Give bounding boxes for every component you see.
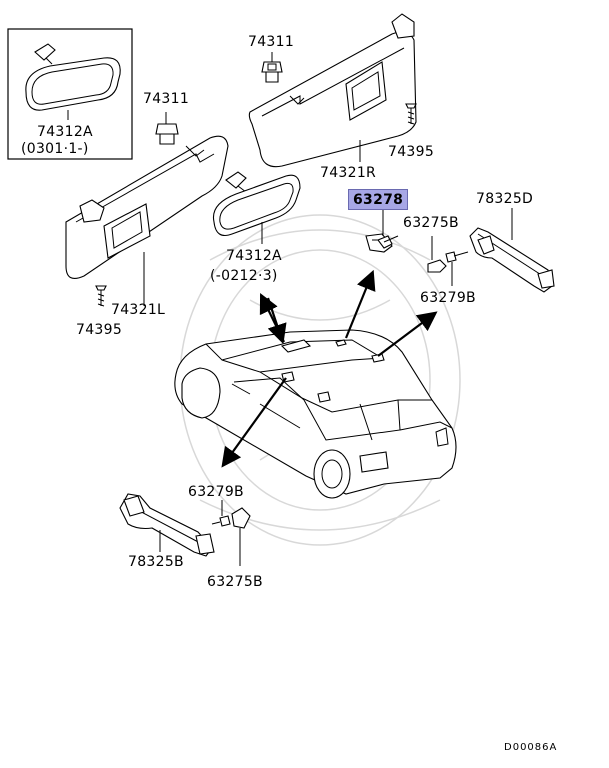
- cap-left: [231, 507, 251, 529]
- grip-screw-right: [445, 251, 469, 263]
- part-label-63275B-right: 63275B: [403, 215, 459, 231]
- part-range-mid: (-0212·3): [210, 268, 278, 284]
- part-label-63279B-left: 63279B: [188, 484, 244, 500]
- part-label-74312A-top: 74312A: [37, 124, 93, 140]
- part-label-74321L: 74321L: [111, 302, 166, 318]
- highlighted-part-label[interactable]: 63278: [348, 189, 409, 210]
- part-label-78325B: 78325B: [128, 554, 184, 570]
- grip-screw-left: [211, 515, 231, 527]
- diagram-code: D00086A: [504, 742, 558, 753]
- assist-grip-left: [119, 493, 215, 557]
- visor-holder-top: [261, 61, 283, 83]
- part-label-74395-left: 74395: [76, 322, 123, 338]
- part-label-78325D: 78325D: [476, 191, 534, 207]
- rear-view-mirror-mid: [212, 171, 301, 237]
- callout-arrows: [221, 269, 438, 468]
- screw-right: [405, 103, 417, 125]
- part-label-63275B-left: 63275B: [207, 574, 263, 590]
- sun-visor-right: [248, 13, 417, 168]
- rear-view-mirror-top: [25, 43, 121, 111]
- screw-left: [95, 285, 107, 307]
- clip-63278: [365, 233, 399, 253]
- visor-holder-left: [155, 123, 179, 145]
- part-label-63279B-right: 63279B: [420, 290, 476, 306]
- part-label-74395-right: 74395: [388, 144, 435, 160]
- part-label-74311-left: 74311: [143, 91, 190, 107]
- part-label-74312A-mid: 74312A: [226, 248, 282, 264]
- sun-visor-left: [65, 135, 229, 279]
- part-label-74311-top: 74311: [248, 34, 295, 50]
- assist-grip-right: [469, 227, 555, 293]
- part-range-top: (0301·1-): [21, 141, 89, 157]
- mirror-inset-box: [7, 28, 133, 160]
- part-label-74321R: 74321R: [320, 165, 377, 181]
- cap-right: [427, 259, 447, 273]
- car-illustration: [174, 329, 457, 499]
